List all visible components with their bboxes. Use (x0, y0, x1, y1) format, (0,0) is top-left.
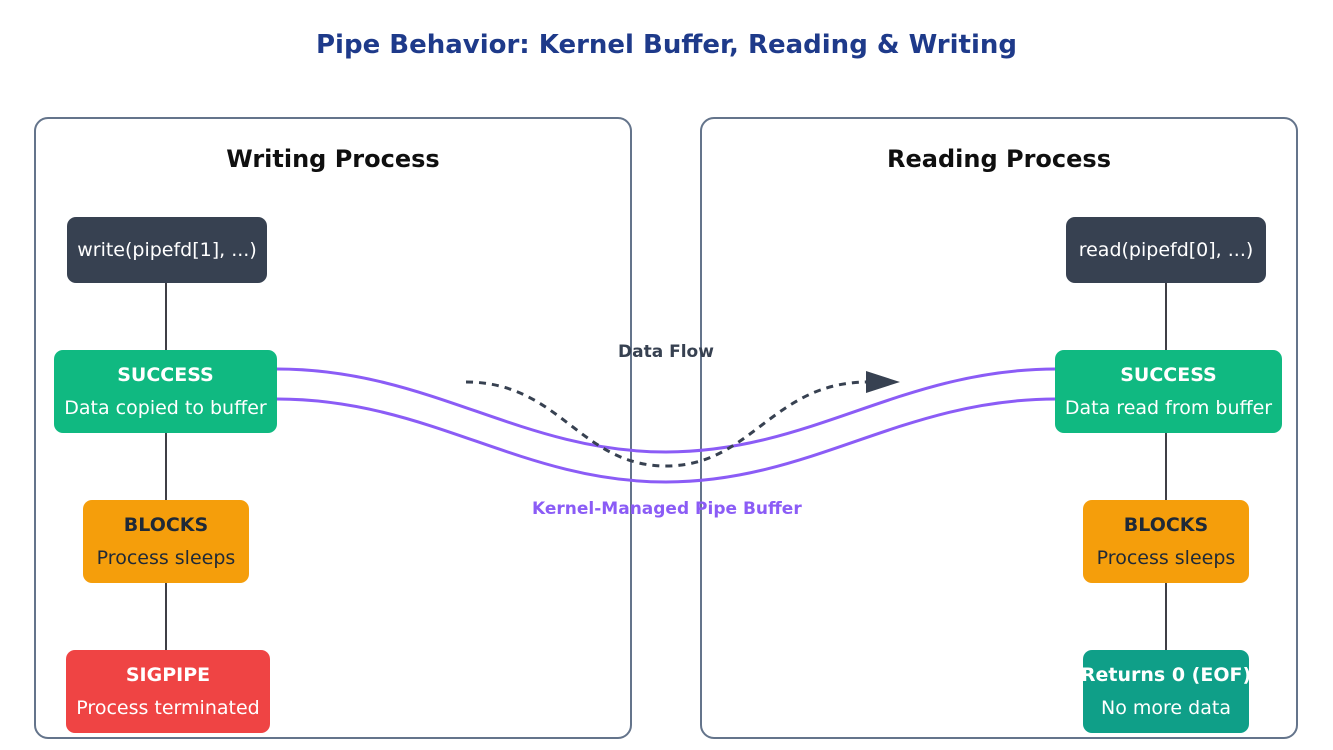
writer-blocks-box: BLOCKS Process sleeps (83, 500, 249, 583)
writer-sigpipe-heading: SIGPIPE (125, 663, 211, 686)
reader-blocks-text: Process sleeps (1096, 546, 1236, 569)
read-call-box: read(pipefd[0], ...) (1066, 217, 1266, 283)
writer-success-heading: SUCCESS (117, 363, 214, 386)
writer-success-text: Data copied to buffer (64, 396, 267, 419)
writer-sigpipe-box: SIGPIPE Process terminated (66, 650, 270, 733)
writer-success-box: SUCCESS Data copied to buffer (54, 350, 277, 433)
read-call-label: read(pipefd[0], ...) (1078, 238, 1254, 261)
writer-blocks-heading: BLOCKS (123, 513, 209, 536)
writing-process-title: Writing Process (226, 145, 440, 173)
reading-process-title: Reading Process (887, 145, 1111, 173)
reader-blocks-heading: BLOCKS (1123, 513, 1209, 536)
reader-eof-heading: Returns 0 (EOF) (1080, 663, 1252, 686)
reader-eof-text: No more data (1101, 696, 1231, 719)
reader-eof-box: Returns 0 (EOF) No more data (1080, 650, 1252, 733)
write-call-label: write(pipefd[1], ...) (77, 238, 257, 261)
reader-success-box: SUCCESS Data read from buffer (1055, 350, 1282, 433)
writer-blocks-text: Process sleeps (96, 546, 236, 569)
reader-blocks-box: BLOCKS Process sleeps (1083, 500, 1249, 583)
reader-success-heading: SUCCESS (1120, 363, 1217, 386)
diagram-title: Pipe Behavior: Kernel Buffer, Reading & … (315, 30, 1017, 60)
writer-sigpipe-text: Process terminated (76, 696, 260, 719)
pipe-buffer-label: Kernel-Managed Pipe Buffer (532, 499, 802, 519)
write-call-box: write(pipefd[1], ...) (67, 217, 267, 283)
reader-success-text: Data read from buffer (1064, 396, 1273, 419)
data-flow-label: Data Flow (618, 342, 714, 362)
